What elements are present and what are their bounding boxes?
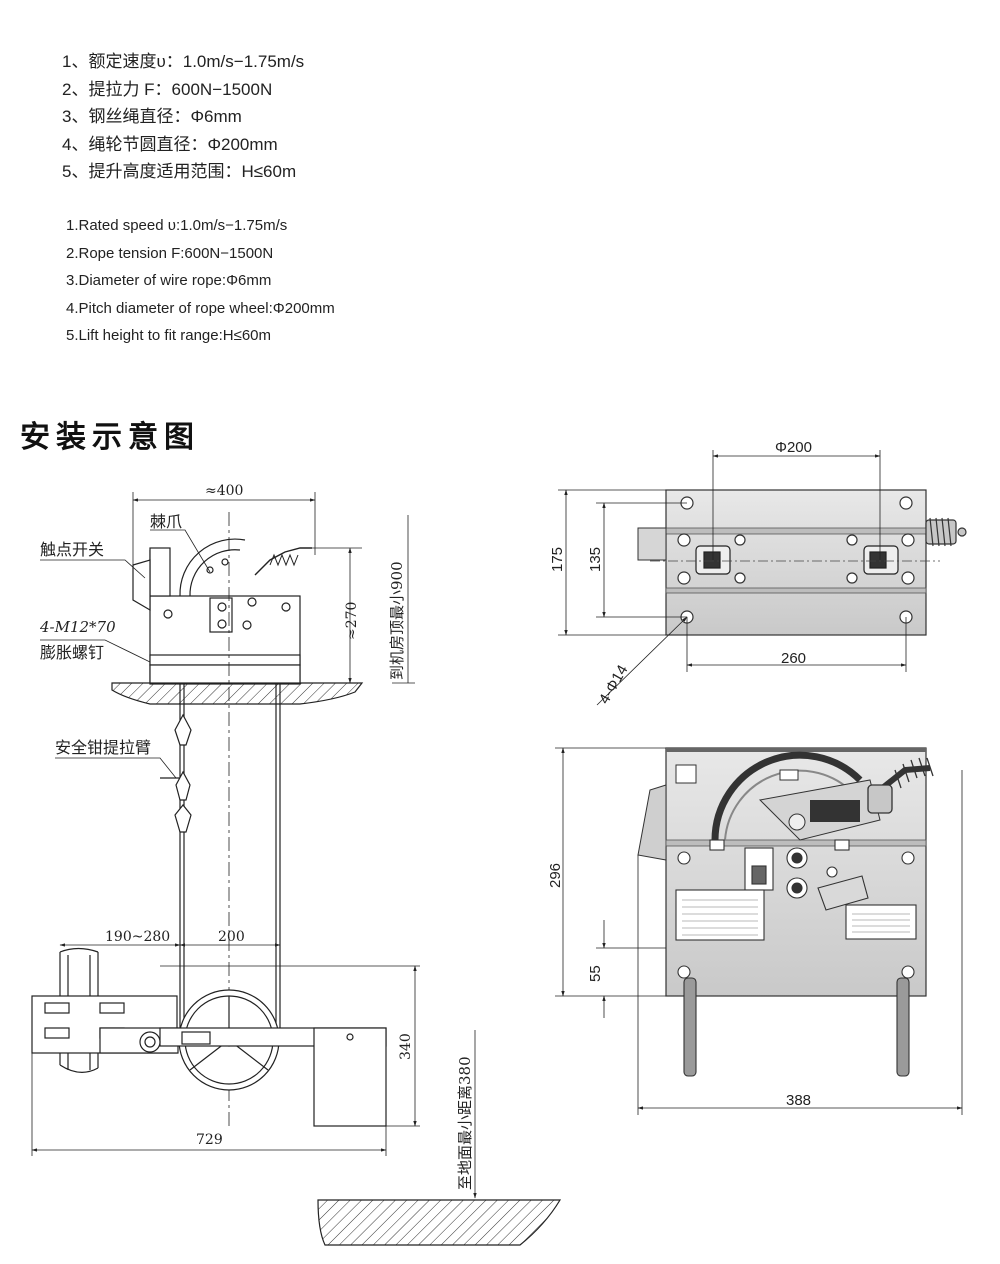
- dim-holes: 4-Φ14: [596, 662, 632, 707]
- front-view-dimensions: [555, 747, 963, 1115]
- spec-en-5: 5.Lift height to fit range:H≤60m: [66, 327, 272, 344]
- spec-cn-1: 1、额定速度υ：1.0m/s−1.75m/s: [62, 52, 305, 71]
- installation-dimensions: [31, 492, 477, 1199]
- installation-drawing: [31, 512, 562, 1246]
- installation-labels: ≈400 棘爪 触点开关 4-M12*70 膨胀螺钉 ≈270 到机房顶最小90…: [39, 483, 474, 1190]
- top-view-drawing: [637, 489, 967, 636]
- spec-cn-4: 4、绳轮节圆直径：Φ200mm: [62, 134, 278, 154]
- installation-diagram-heading: 安装示意图: [20, 420, 200, 455]
- specs-chinese: 1、额定速度υ：1.0m/s−1.75m/s 2、提拉力 F：600N−1500…: [62, 48, 304, 186]
- dim-phi200: Φ200: [775, 439, 812, 456]
- front-view-drawing: [637, 747, 934, 1077]
- dim-729: 729: [196, 1132, 223, 1148]
- label-contact-switch: 触点开关: [40, 540, 104, 559]
- spec-en-3: 3.Diameter of wire rope:Φ6mm: [66, 272, 272, 289]
- dim-190-280: 190~280: [105, 929, 170, 945]
- dim-340: 340: [398, 1033, 414, 1060]
- dim-296: 296: [547, 863, 564, 888]
- ground-pit: [317, 1199, 562, 1246]
- dim-175: 175: [549, 547, 566, 572]
- front-view-labels: 296 55 388: [547, 863, 811, 1109]
- dim-135: 135: [587, 547, 604, 572]
- spec-cn-3: 3、钢丝绳直径：Φ6mm: [62, 107, 242, 126]
- label-bolt: 膨胀螺钉: [40, 643, 104, 662]
- spec-en-1: 1.Rated speed υ:1.0m/s−1.75m/s: [66, 217, 288, 234]
- dim-200: 200: [218, 929, 245, 945]
- dim-260: 260: [781, 650, 806, 667]
- spec-en-4: 4.Pitch diameter of rope wheel:Φ200mm: [66, 299, 335, 317]
- spec-en-2: 2.Rope tension F:600N−1500N: [66, 244, 274, 262]
- spec-cn-5: 5、提升高度适用范围：H≤60m: [62, 162, 297, 181]
- label-bolt-spec: 4-M12*70: [39, 618, 116, 636]
- label-safety-arm: 安全钳提拉臂: [55, 738, 151, 757]
- dim-height-270: ≈270: [344, 602, 360, 640]
- dim-55: 55: [587, 965, 604, 982]
- dim-388: 388: [786, 1092, 811, 1109]
- top-view-dimensions: [558, 450, 907, 706]
- label-ground: 至地面最小距离380: [456, 1056, 474, 1190]
- specs-english: 1.Rated speed υ:1.0m/s−1.75m/s 2.Rope te…: [66, 212, 335, 350]
- dim-top-400: ≈400: [205, 483, 243, 499]
- ceiling-slab: [111, 682, 364, 705]
- spec-cn-2: 2、提拉力 F：600N−1500N: [62, 79, 273, 99]
- label-ratchet: 棘爪: [150, 512, 182, 531]
- label-machine-room: 到机房顶最小900: [388, 561, 406, 680]
